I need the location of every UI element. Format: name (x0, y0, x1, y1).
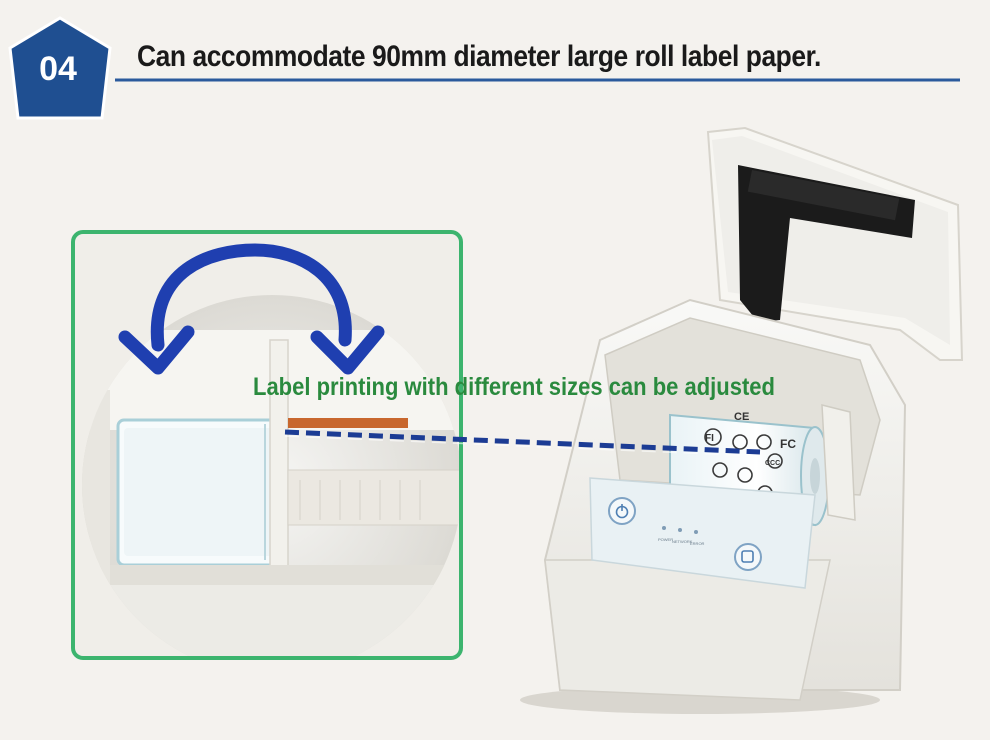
inset-label-roll (116, 418, 280, 567)
indicator-power-label: POWER (658, 537, 673, 542)
label-mark-fi: FI (705, 433, 714, 444)
zoom-inset (71, 230, 463, 660)
indicator-network-label: NETWORK (672, 539, 693, 544)
adjustment-caption: Label printing with different sizes can … (253, 373, 775, 401)
status-indicators: POWER NETWORK ERROR (658, 526, 705, 546)
label-mark-ccc: CCC (765, 460, 780, 467)
feed-button[interactable] (734, 543, 762, 571)
printer-illustration: FI CE FC CCC POWER (520, 126, 964, 714)
label-mark-ce: CE (734, 411, 749, 423)
label-mark-fc: FC (780, 437, 796, 451)
step-number: 04 (39, 50, 77, 88)
inset-connector-line (284, 429, 761, 457)
page-title: Can accommodate 90mm diameter large roll… (137, 40, 821, 73)
adjust-direction-arrow (118, 243, 385, 375)
step-badge (8, 16, 112, 120)
indicator-error-label: ERROR (690, 541, 705, 546)
power-button[interactable] (608, 497, 636, 525)
